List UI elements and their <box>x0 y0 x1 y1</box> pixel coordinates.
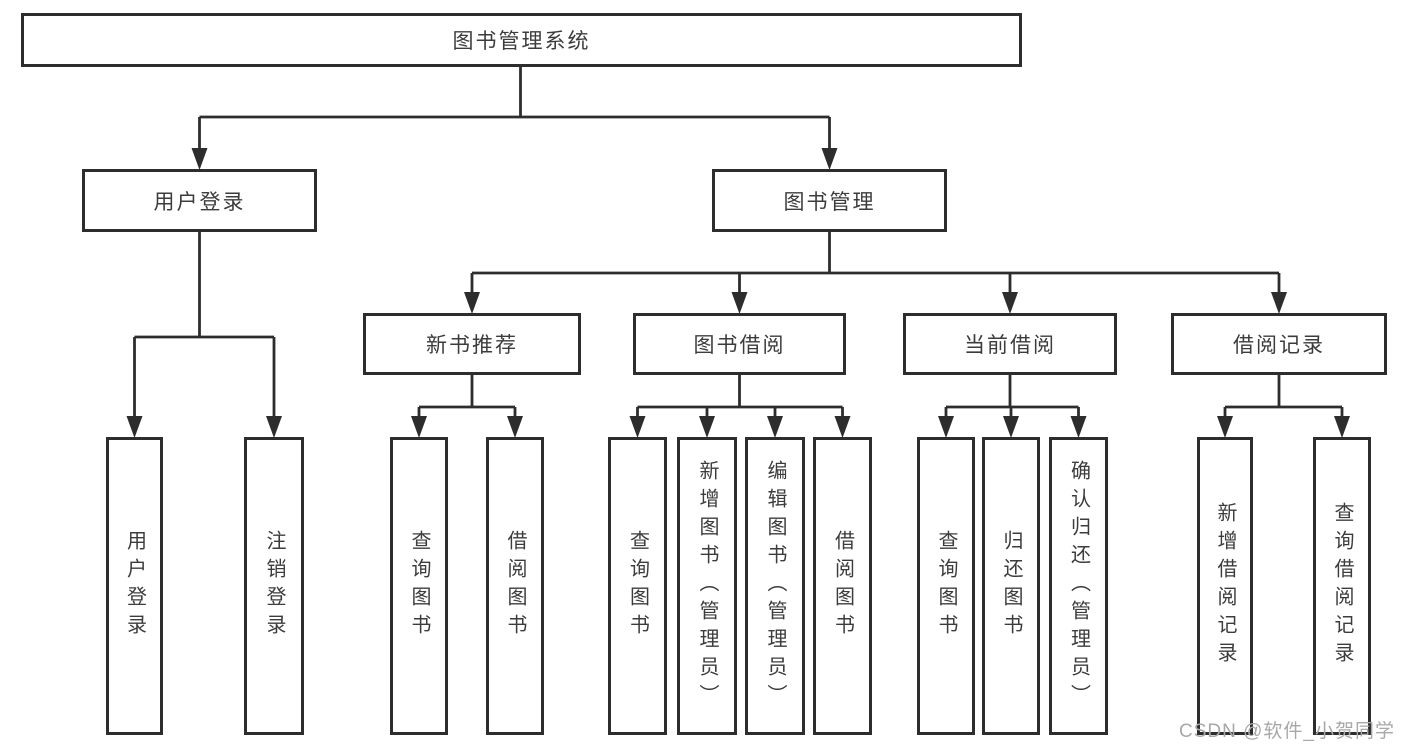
leaf-br-add-record: 新增借阅记录 <box>1197 437 1253 735</box>
leaf-user-login-label: 用户登录 <box>123 530 146 642</box>
leaf-rec-query-books: 查询图书 <box>390 437 448 735</box>
arrow-down-icon <box>191 117 208 170</box>
node-book-mgmt-label: 图书管理 <box>783 190 876 214</box>
arrow-down-icon <box>731 273 748 314</box>
arrow-down-icon <box>1002 273 1018 314</box>
leaf-bb-query-books-label: 查询图书 <box>626 530 649 642</box>
arrow-down-icon <box>767 407 783 438</box>
connector-borrow-records-split <box>1225 375 1342 409</box>
arrow-down-icon <box>1334 407 1350 438</box>
leaf-cb-confirm-return-admin: 确认归还（管理员） <box>1049 437 1108 735</box>
node-user-login: 用户登录 <box>82 169 317 232</box>
leaf-bb-query-books: 查询图书 <box>608 437 667 735</box>
arrow-down-icon <box>821 117 838 170</box>
node-borrow-records: 借阅记录 <box>1171 313 1387 375</box>
leaf-rec-borrow-books: 借阅图书 <box>486 437 544 735</box>
node-current-borrow-label: 当前借阅 <box>964 334 1056 357</box>
node-root: 图书管理系统 <box>21 13 1022 67</box>
leaf-bb-add-book-admin-label: 新增图书（管理员） <box>696 460 718 712</box>
leaf-logout: 注销登录 <box>244 437 304 735</box>
node-book-borrow: 图书借阅 <box>633 313 846 375</box>
connector-new-book-rec-split <box>419 375 515 409</box>
node-new-book-rec: 新书推荐 <box>363 313 581 375</box>
arrow-down-icon <box>1003 407 1019 438</box>
node-current-borrow: 当前借阅 <box>903 313 1117 375</box>
leaf-br-query-record: 查询借阅记录 <box>1313 437 1371 735</box>
leaf-cb-return-book-label: 归还图书 <box>1000 530 1022 642</box>
arrow-down-icon <box>1271 273 1287 314</box>
leaf-user-login: 用户登录 <box>106 437 163 735</box>
connector-root-to-level2 <box>199 66 830 119</box>
node-book-borrow-label: 图书借阅 <box>693 334 786 357</box>
arrow-down-icon <box>834 407 851 438</box>
leaf-bb-borrow-books-label: 借阅图书 <box>831 530 854 642</box>
connector-book-mgmt-split <box>472 232 1279 275</box>
connector-book-borrow-split <box>637 375 843 409</box>
leaf-cb-return-book: 归还图书 <box>982 437 1040 735</box>
leaf-br-add-record-label: 新增借阅记录 <box>1214 502 1236 670</box>
leaf-cb-query-books-label: 查询图书 <box>935 530 957 642</box>
node-root-label: 图书管理系统 <box>452 30 591 53</box>
arrow-down-icon <box>411 407 427 438</box>
leaf-rec-query-books-label: 查询图书 <box>408 530 430 642</box>
arrow-down-icon <box>629 407 646 438</box>
connector-user-login-split <box>134 232 274 339</box>
arrow-down-icon <box>938 407 954 438</box>
arrow-down-icon <box>1217 407 1233 438</box>
leaf-rec-borrow-books-label: 借阅图书 <box>504 530 526 642</box>
leaf-logout-label: 注销登录 <box>263 530 285 642</box>
leaf-bb-borrow-books: 借阅图书 <box>813 437 872 735</box>
leaf-bb-edit-book-admin-label: 编辑图书（管理员） <box>764 460 786 712</box>
arrow-down-icon <box>266 337 282 438</box>
arrow-down-icon <box>126 337 143 438</box>
node-new-book-rec-label: 新书推荐 <box>426 334 518 357</box>
leaf-br-query-record-label: 查询借阅记录 <box>1331 502 1353 670</box>
leaf-cb-query-books: 查询图书 <box>917 437 975 735</box>
leaf-bb-add-book-admin: 新增图书（管理员） <box>677 437 737 735</box>
node-book-mgmt: 图书管理 <box>712 169 947 232</box>
leaf-cb-confirm-return-admin-label: 确认归还（管理员） <box>1067 460 1090 712</box>
arrow-down-icon <box>699 407 715 438</box>
node-borrow-records-label: 借阅记录 <box>1233 334 1325 357</box>
arrow-down-icon <box>464 273 480 314</box>
arrow-down-icon <box>507 407 523 438</box>
connector-current-borrow-split <box>946 375 1079 409</box>
node-user-login-label: 用户登录 <box>153 190 246 214</box>
arrow-down-icon <box>1070 407 1087 438</box>
csdn-watermark: CSDN @软件_小贺同学 <box>1179 721 1395 742</box>
leaf-bb-edit-book-admin: 编辑图书（管理员） <box>745 437 805 735</box>
